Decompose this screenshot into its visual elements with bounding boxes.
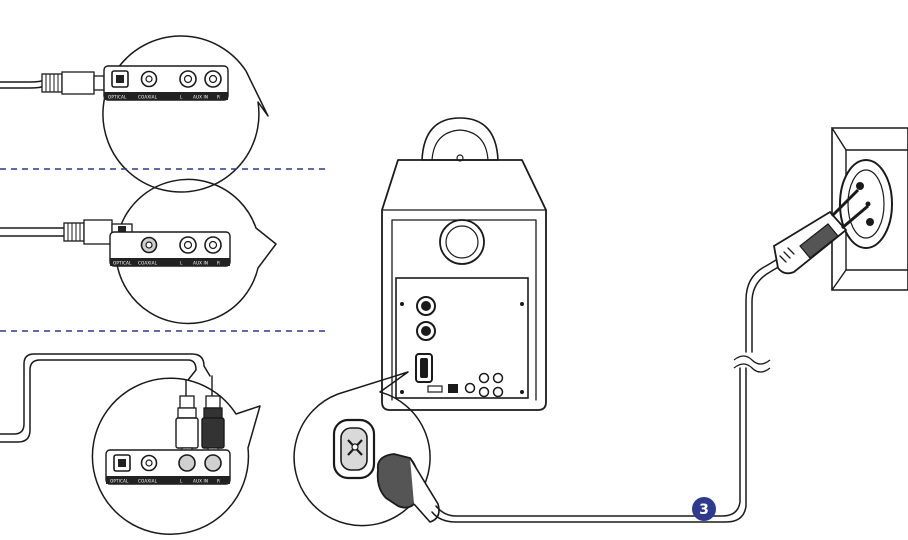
label-r: R <box>217 261 220 266</box>
step-badge: 3 <box>692 497 716 521</box>
label-optical: OPTICAL <box>110 479 129 484</box>
coaxial-connection-panel: OPTICAL COAXIAL L AUX IN R <box>0 178 277 325</box>
speaker-rear <box>381 117 547 411</box>
label-coaxial: COAXIAL <box>138 479 158 484</box>
label-l: L <box>180 261 183 266</box>
label-r: R <box>217 95 220 100</box>
label-optical: OPTICAL <box>113 261 132 266</box>
label-coaxial: COAXIAL <box>138 261 158 266</box>
connector-plate: OPTICAL COAXIAL L AUX IN R <box>109 231 231 267</box>
optical-cable <box>0 79 46 83</box>
power-cable <box>431 259 781 523</box>
connector-plate: OPTICAL COAXIAL L AUX IN R <box>105 449 231 485</box>
label-l: L <box>180 479 183 484</box>
label-l: L <box>180 95 183 100</box>
aux-left-port <box>178 454 196 472</box>
connector-plate: OPTICAL COAXIAL L AUX IN R <box>103 65 229 101</box>
label-r: R <box>217 479 220 484</box>
optical-connection-panel: OPTICAL COAXIAL L AUX IN R <box>0 35 269 193</box>
rca-plug-red <box>201 395 225 461</box>
callout-circle <box>91 377 261 536</box>
label-aux-in: AUX IN <box>193 261 208 266</box>
aux-cable <box>0 353 211 435</box>
power-callout <box>293 371 440 527</box>
callout-circle <box>293 371 431 527</box>
label-optical: OPTICAL <box>108 95 127 100</box>
speaker-handle <box>421 117 499 161</box>
aux-in-connection-panel: OPTICAL COAXIAL L AUX IN R <box>0 353 261 536</box>
aux-right-port <box>204 454 222 472</box>
wall-socket <box>831 127 908 291</box>
optical-plug <box>41 71 105 95</box>
step-number: 3 <box>699 502 709 518</box>
power-cord-plug <box>376 453 440 523</box>
power-inlet <box>332 418 376 480</box>
label-aux-in: AUX IN <box>193 95 208 100</box>
label-coaxial: COAXIAL <box>138 95 158 100</box>
label-aux-in: AUX IN <box>193 479 208 484</box>
wall-plug <box>773 188 869 275</box>
